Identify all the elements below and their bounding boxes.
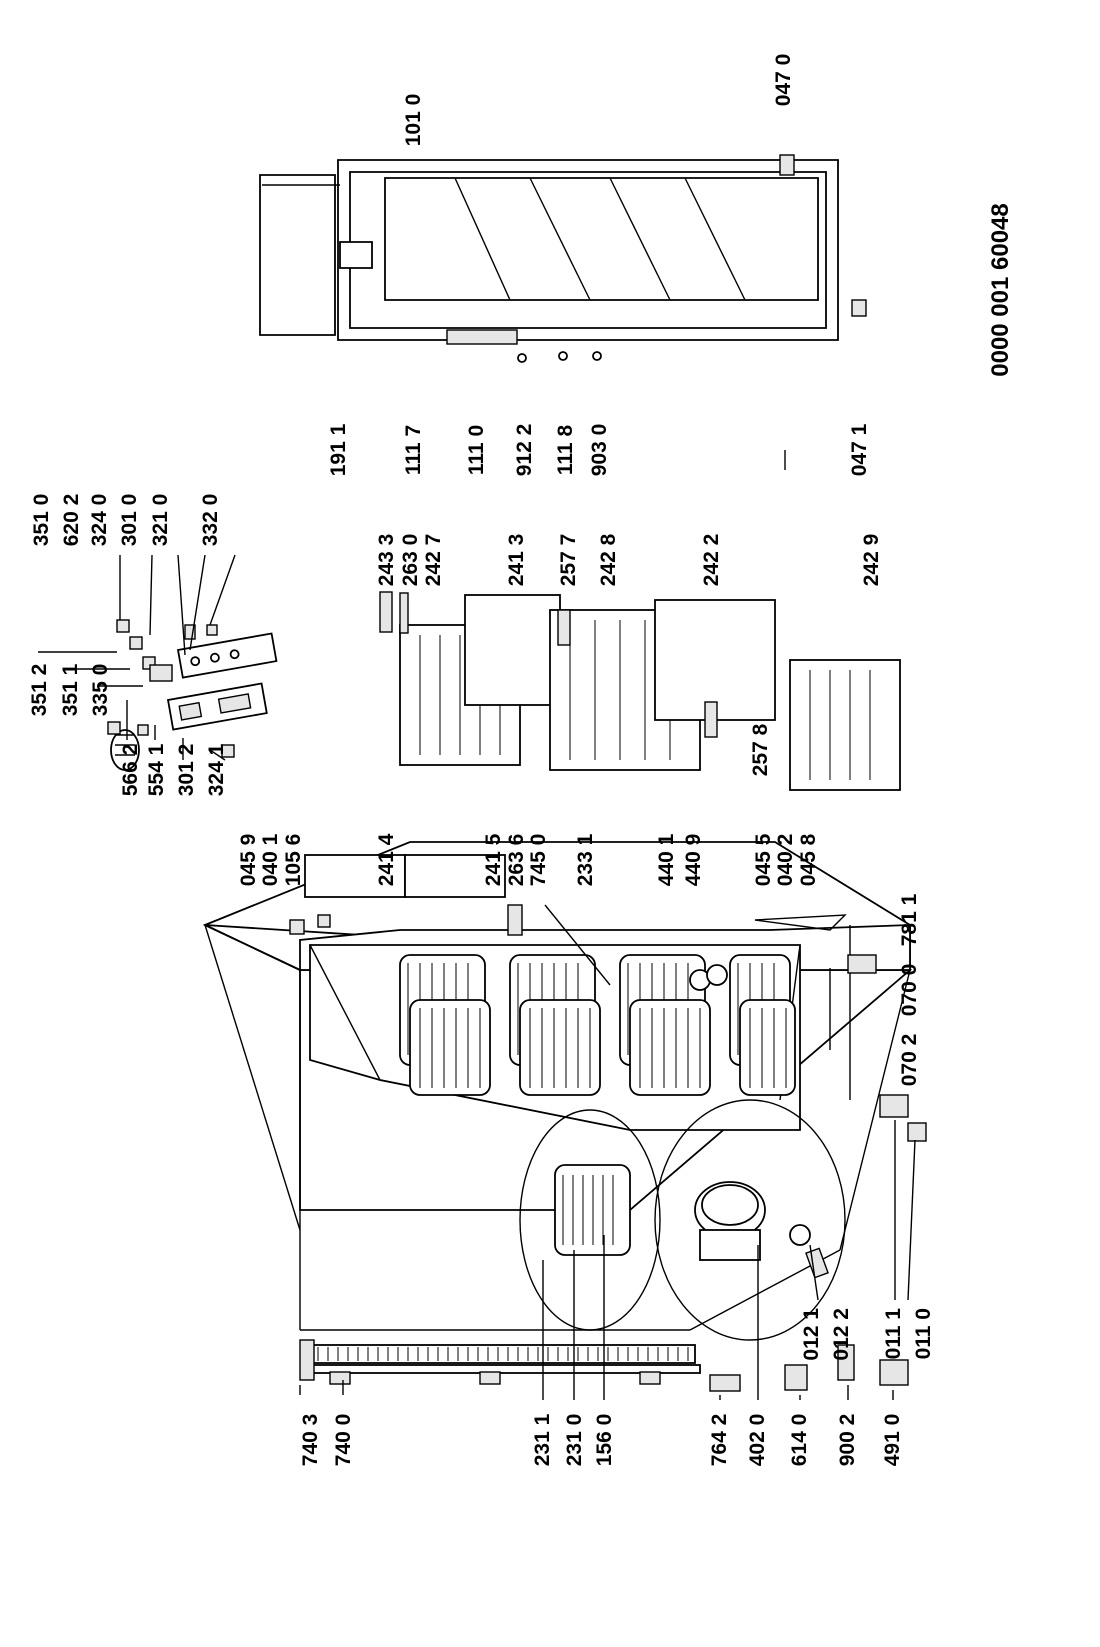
- label-0455: 045 5: [752, 833, 775, 886]
- label-6140: 614 0: [788, 1414, 811, 1467]
- document-number: 0000 001 60048: [987, 203, 1014, 377]
- label-0401: 040 1: [259, 833, 282, 886]
- accessory-parts: [709, 1344, 909, 1392]
- label-0122: 012 2: [830, 1308, 853, 1361]
- label-2414: 241 4: [375, 833, 398, 886]
- label-1110: 111 0: [465, 425, 488, 475]
- label-7400: 740 0: [332, 1414, 355, 1467]
- label-0470: 047 0: [772, 54, 795, 107]
- label-2310: 231 0: [563, 1414, 586, 1467]
- label-0110: 011 0: [912, 1308, 935, 1359]
- label-3511: 351 1: [59, 663, 82, 716]
- label-7642: 764 2: [708, 1414, 731, 1467]
- label-1056: 105 6: [282, 834, 305, 887]
- label-0459: 045 9: [237, 834, 260, 887]
- label-0702: 070 2: [898, 1034, 921, 1087]
- label-3241: 324 1: [205, 743, 228, 796]
- door-shelves: [289, 854, 728, 991]
- label-9122: 912 2: [513, 424, 536, 477]
- label-3510: 351 0: [30, 494, 53, 547]
- label-2422: 242 2: [700, 534, 723, 587]
- door: [259, 154, 867, 363]
- label-2311: 231 1: [531, 1413, 554, 1466]
- label-4910: 491 0: [881, 1414, 904, 1467]
- label-3240: 324 0: [88, 494, 111, 547]
- leader-lines: [38, 450, 916, 1400]
- label-2331: 233 1: [574, 833, 597, 886]
- part-labels: 740 3 740 0 231 1 231 0 156 0 764 2 402 …: [28, 54, 935, 1467]
- label-2427: 242 7: [422, 534, 445, 587]
- label-3012: 301 2: [175, 744, 198, 797]
- label-7450: 745 0: [527, 834, 550, 887]
- label-7403: 740 3: [299, 1414, 322, 1467]
- label-3210: 321 0: [149, 494, 172, 547]
- label-2415: 241 5: [482, 833, 505, 886]
- label-4401: 440 1: [655, 833, 678, 886]
- label-1117: 111 7: [402, 425, 425, 475]
- label-3512: 351 2: [28, 664, 51, 717]
- label-0471: 047 1: [848, 423, 871, 476]
- label-1010: 101 0: [402, 94, 425, 147]
- condenser: [299, 1339, 701, 1385]
- control-panel-parts: [107, 619, 278, 771]
- label-0111: 011 1: [882, 1308, 905, 1360]
- label-7811: 781 1: [898, 893, 921, 946]
- label-2636: 263 6: [505, 834, 528, 887]
- label-9002: 900 2: [836, 1414, 859, 1467]
- label-1911: 191 1: [327, 423, 350, 476]
- label-2428: 242 8: [597, 533, 620, 586]
- label-2433: 243 3: [375, 534, 398, 587]
- label-3010: 301 0: [118, 494, 141, 547]
- label-5541: 554 1: [145, 743, 168, 796]
- label-4409: 440 9: [682, 834, 705, 887]
- label-0402: 040 2: [774, 834, 797, 887]
- label-2429: 242 9: [860, 534, 883, 587]
- label-6202: 620 2: [60, 494, 83, 547]
- label-5662: 566 2: [119, 744, 142, 797]
- label-0700: 070 0: [898, 964, 921, 1017]
- label-3320: 332 0: [199, 494, 222, 547]
- compressor-detail: [519, 914, 927, 1341]
- drawer-baskets: [379, 591, 901, 791]
- label-0121: 012 1: [800, 1308, 823, 1361]
- label-2577: 257 7: [557, 534, 580, 587]
- label-2578: 257 8: [749, 723, 772, 776]
- label-9030: 903 0: [588, 424, 611, 477]
- label-2630: 263 0: [399, 534, 422, 587]
- label-3350: 335 0: [89, 664, 112, 717]
- label-1560: 156 0: [593, 1414, 616, 1467]
- evaporator-shelves: [399, 954, 796, 1096]
- label-0458: 045 8: [797, 833, 820, 886]
- label-4020: 402 0: [746, 1414, 769, 1467]
- label-1118: 111 8: [554, 425, 577, 476]
- label-2413: 241 3: [505, 534, 528, 587]
